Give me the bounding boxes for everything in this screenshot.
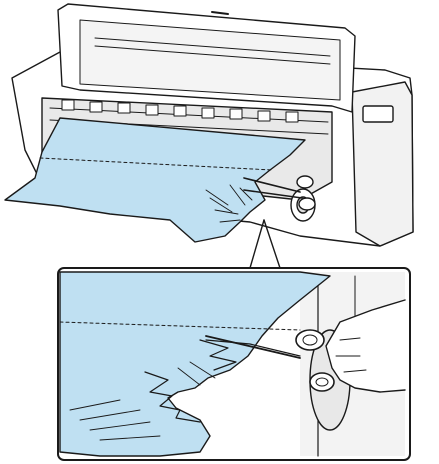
zoom-callout-icon [249,219,281,269]
zoomed-detail [57,267,411,461]
jammed-paper-detail [59,271,331,457]
jammed-paper-top [4,117,306,243]
control-panel [362,105,394,123]
scissors-detail-icon [205,329,335,392]
hand-icon [325,299,406,393]
rollers [49,99,329,135]
printer-side-panel [351,81,414,247]
scissors-icon [243,175,316,211]
